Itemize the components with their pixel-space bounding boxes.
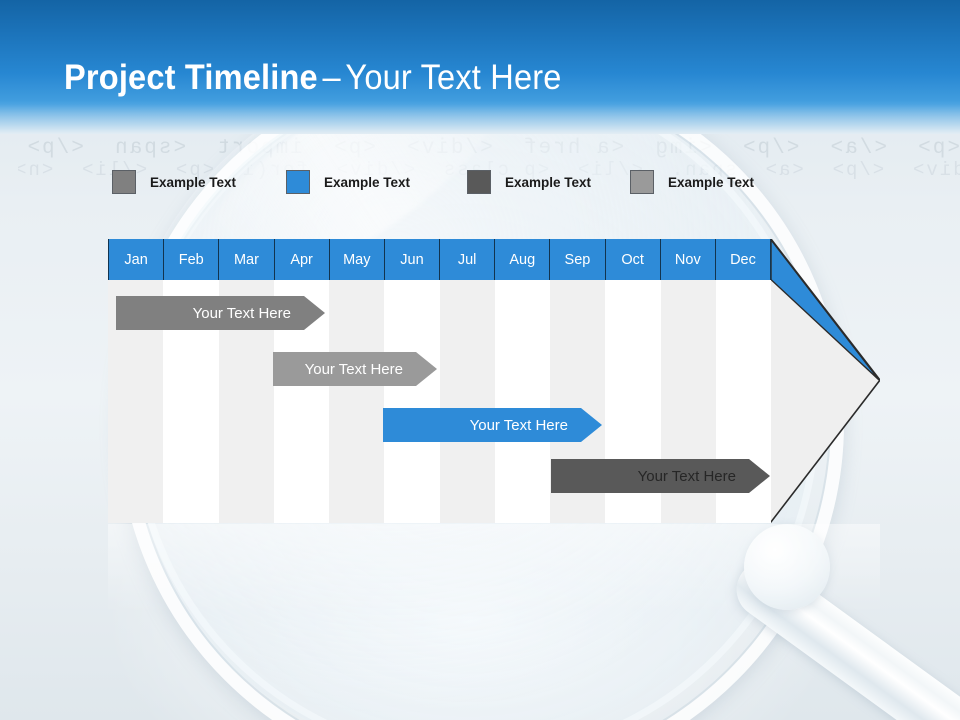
legend: Example Text Example Text Example Text E… (112, 170, 812, 196)
legend-item-2[interactable]: Example Text (286, 170, 410, 194)
title-bar (0, 0, 960, 134)
legend-swatch-icon-1 (112, 170, 136, 194)
legend-label-2: Example Text (324, 174, 411, 190)
timeline-bar-4-label: Your Text Here (637, 467, 736, 485)
timeline-bar-3[interactable]: Your Text Here (383, 408, 602, 442)
legend-item-1[interactable]: Example Text (112, 170, 236, 194)
timeline-bars: Your Text Here Your Text Here Your Text … (108, 239, 880, 523)
timeline-bar-3-label: Your Text Here (469, 416, 568, 434)
page-title-bold: Project Timeline (64, 58, 318, 97)
legend-label-3: Example Text (505, 174, 592, 190)
legend-swatch-icon-4 (630, 170, 654, 194)
timeline-bar-2[interactable]: Your Text Here (273, 352, 437, 386)
timeline-bar-2-label: Your Text Here (304, 360, 403, 378)
timeline-bar-1[interactable]: Your Text Here (116, 296, 325, 330)
timeline-bar-1-label: Your Text Here (192, 304, 291, 322)
legend-label-4: Example Text (668, 174, 755, 190)
timeline-bar-4[interactable]: Your Text Here (551, 459, 770, 493)
magnifying-glass-knob (744, 524, 830, 610)
legend-item-4[interactable]: Example Text (630, 170, 754, 194)
page-title-dash: – (322, 58, 341, 97)
legend-swatch-icon-2 (286, 170, 310, 194)
page-title-normal: Your Text Here (345, 58, 562, 97)
legend-label-1: Example Text (150, 174, 237, 190)
legend-item-3[interactable]: Example Text (467, 170, 591, 194)
page-title: Project Timeline–Your Text Here (64, 58, 562, 98)
legend-swatch-icon-3 (467, 170, 491, 194)
